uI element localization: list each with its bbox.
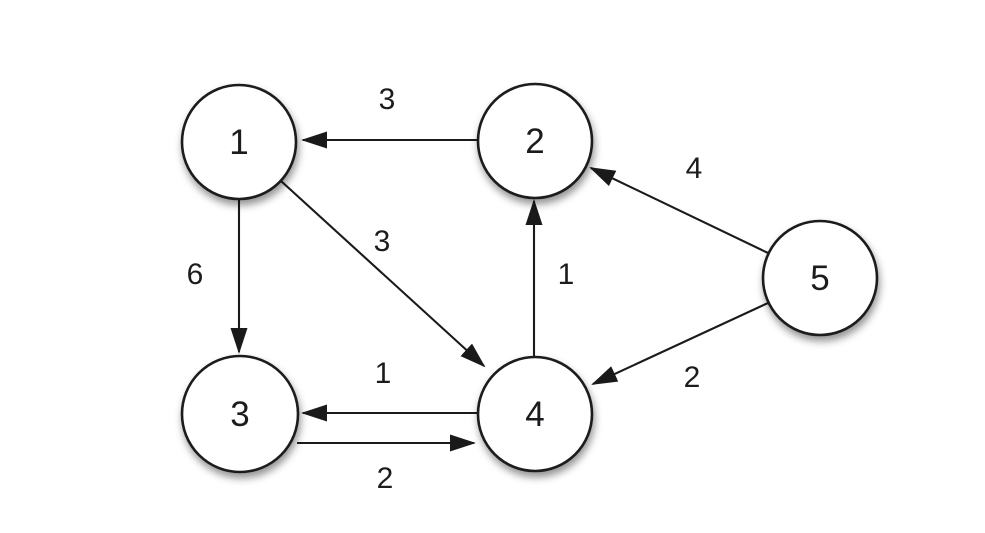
node-1-circle xyxy=(180,83,298,201)
node-1-label: 1 xyxy=(229,123,248,162)
node-3-circle xyxy=(180,354,300,474)
edge-5-2-line xyxy=(589,167,769,254)
node-3: 3 xyxy=(180,354,300,474)
node-4: 4 xyxy=(476,355,594,473)
node-3-label: 3 xyxy=(230,395,249,434)
edge-4-3-weight: 1 xyxy=(375,357,392,390)
edge-5-2-weight: 4 xyxy=(686,152,703,185)
edge-3-4-weight: 2 xyxy=(377,462,394,495)
node-2: 2 xyxy=(476,82,594,200)
node-5-label: 5 xyxy=(810,259,829,298)
edge-1-4-weight: 3 xyxy=(374,225,391,258)
edge-5-4-line xyxy=(591,302,769,385)
node-5: 5 xyxy=(761,219,879,337)
node-2-circle xyxy=(476,82,594,200)
edge-1-4-line xyxy=(280,180,486,368)
node-5-circle xyxy=(761,219,879,337)
edge-group: 3 6 3 1 4 2 1 2 xyxy=(187,83,769,495)
edge-1-3-weight: 6 xyxy=(187,258,204,291)
node-2-label: 2 xyxy=(525,122,544,161)
node-group: 1 2 3 4 5 xyxy=(180,82,879,474)
node-1: 1 xyxy=(180,83,298,201)
node-4-label: 4 xyxy=(525,395,544,434)
edge-5-4-weight: 2 xyxy=(684,361,701,394)
edge-2-1-weight: 3 xyxy=(379,83,396,116)
edge-4-2-weight: 1 xyxy=(558,258,575,291)
node-4-circle xyxy=(476,355,594,473)
